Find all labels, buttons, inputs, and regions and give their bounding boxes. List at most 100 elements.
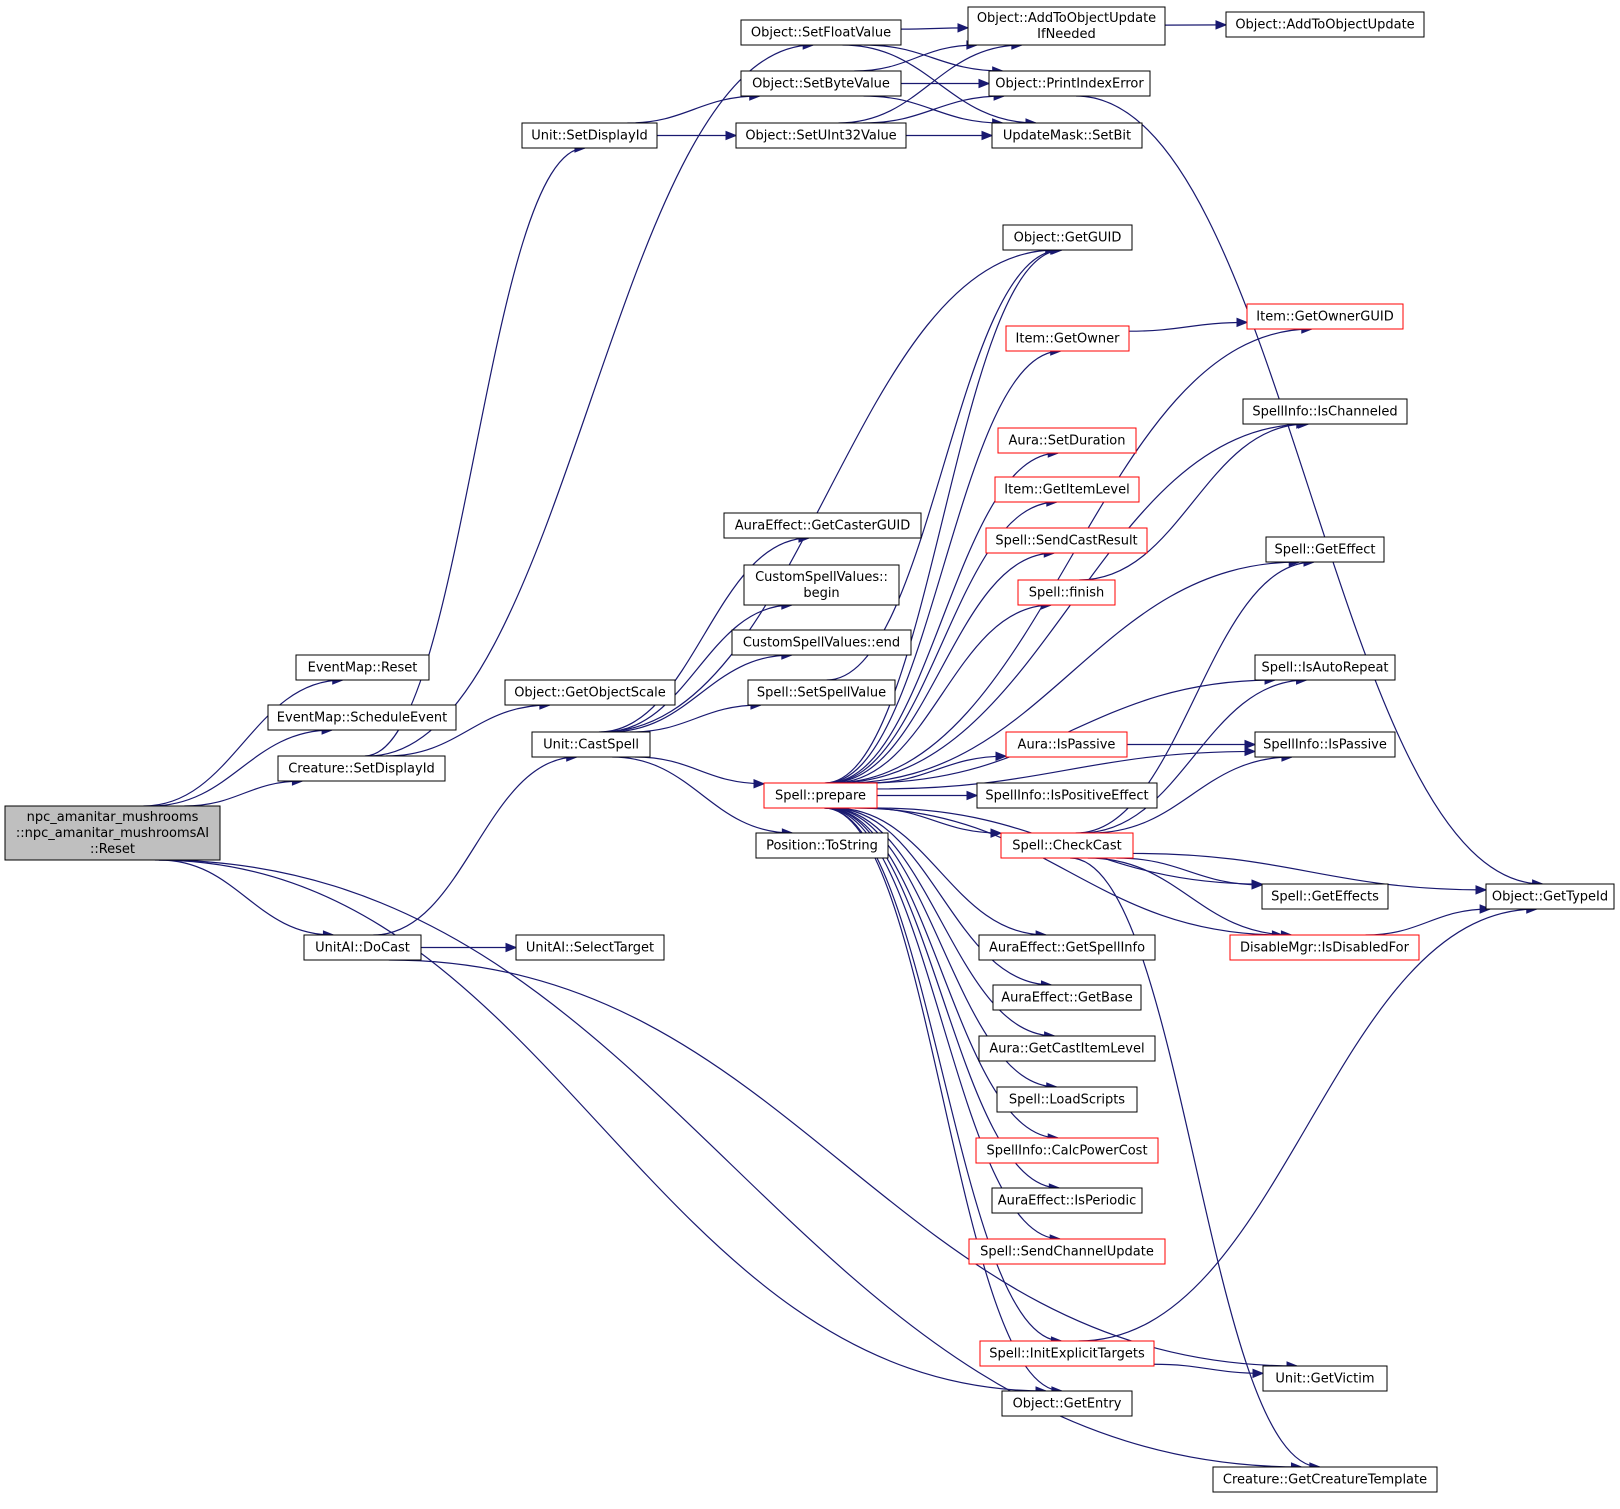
edge-line: [1091, 756, 1292, 834]
node-label: EventMap::Reset: [308, 661, 418, 676]
graph-node-creature-setdisplayid[interactable]: Creature::SetDisplayId: [277, 755, 446, 782]
edge-arrowhead: [995, 751, 1008, 761]
graph-node-unitai-selecttarget[interactable]: UnitAI::SelectTarget: [515, 934, 665, 961]
graph-node-auraeffect-getcasterguid[interactable]: AuraEffect::GetCasterGUID: [723, 512, 922, 539]
node-box: [723, 512, 922, 539]
node-label: AuraEffect::GetBase: [1001, 991, 1132, 1006]
node-label: Creature::GetCreatureTemplate: [1223, 1473, 1427, 1488]
graph-node-customspellvalues-end[interactable]: CustomSpellValues::end: [731, 629, 912, 656]
graph-node-spell-prepare[interactable]: Spell::prepare: [763, 782, 878, 809]
node-box: [743, 564, 900, 606]
node-label: Item::GetOwner: [1016, 332, 1121, 347]
graph-node-spellinfo-ispassive[interactable]: SpellInfo::IsPassive: [1254, 731, 1396, 758]
node-label: Spell::LoadScripts: [1009, 1093, 1125, 1108]
node-box: [531, 731, 651, 758]
edge-line: [828, 807, 1057, 1088]
graph-node-aura-getcastitemlevel[interactable]: Aura::GetCastItemLevel: [978, 1035, 1156, 1062]
graph-node-unit-getvictim[interactable]: Unit::GetVictim: [1262, 1365, 1388, 1392]
graph-node-eventmap-reset[interactable]: EventMap::Reset: [295, 654, 430, 681]
edge-line: [1116, 857, 1263, 886]
node-label: Spell::GetEffect: [1274, 543, 1375, 558]
node-label: Aura::IsPassive: [1018, 738, 1116, 753]
graph-node-spell-geteffect[interactable]: Spell::GetEffect: [1265, 536, 1385, 563]
graph-node-disablemgr-isdisabledfor[interactable]: DisableMgr::IsDisabledFor: [1229, 934, 1420, 961]
graph-node-object-getguid[interactable]: Object::GetGUID: [1002, 224, 1133, 251]
node-box: [968, 1238, 1166, 1265]
call-edge: [905, 130, 994, 141]
graph-node-position-tostring[interactable]: Position::ToString: [755, 832, 889, 859]
graph-node-eventmap-scheduleevent[interactable]: EventMap::ScheduleEvent: [267, 704, 457, 731]
edge-arrowhead: [957, 23, 970, 33]
node-label: Spell::GetEffects: [1271, 890, 1379, 905]
call-edge: [867, 751, 1008, 784]
graph-node-object-setuint32value[interactable]: Object::SetUInt32Value: [735, 122, 907, 149]
node-label: Spell::IsAutoRepeat: [1261, 661, 1388, 676]
graph-node-spell-sendchannelupdate[interactable]: Spell::SendChannelUpdate: [968, 1238, 1166, 1265]
edge-line: [601, 249, 1056, 733]
call-edge: [1075, 95, 1544, 889]
graph-node-spellinfo-ispositiveeffect[interactable]: SpellInfo::IsPositiveEffect: [976, 782, 1158, 809]
edge-arrowhead: [1251, 880, 1264, 890]
graph-node-spell-geteffects[interactable]: Spell::GetEffects: [1261, 883, 1389, 910]
edge-line: [386, 704, 550, 757]
edge-line: [834, 807, 1047, 936]
node-label: begin: [803, 586, 839, 601]
node-box: [988, 70, 1151, 97]
node-label: SpellInfo::IsPositiveEffect: [985, 789, 1148, 804]
node-label: Object::SetByteValue: [752, 77, 890, 92]
edge-line: [598, 537, 809, 733]
graph-node-item-getowner[interactable]: Item::GetOwner: [1005, 325, 1130, 352]
graph-node-object-gettypeid[interactable]: Object::GetTypeId: [1485, 883, 1615, 910]
graph-node-spell-loadscripts[interactable]: Spell::LoadScripts: [996, 1086, 1138, 1113]
graph-node-auraeffect-isperiodic[interactable]: AuraEffect::IsPeriodic: [991, 1187, 1143, 1214]
graph-node-spellinfo-calcpowercost[interactable]: SpellInfo::CalcPowerCost: [975, 1137, 1159, 1164]
graph-node-spell-finish[interactable]: Spell::finish: [1017, 579, 1116, 606]
edge-line: [154, 859, 1047, 1392]
graph-node-spell-checkcast[interactable]: Spell::CheckCast: [1000, 832, 1134, 859]
node-label: Creature::SetDisplayId: [288, 762, 435, 777]
graph-node-object-printindexerror[interactable]: Object::PrintIndexError: [988, 70, 1151, 97]
node-label: SpellInfo::IsPassive: [1263, 738, 1387, 753]
edge-line: [1080, 679, 1307, 834]
node-label: Item::GetOwnerGUID: [1256, 310, 1393, 325]
node-label: Item::GetItemLevel: [1004, 483, 1129, 498]
graph-node-item-getownerguid[interactable]: Item::GetOwnerGUID: [1246, 303, 1404, 330]
graph-node-object-setfloatvalue[interactable]: Object::SetFloatValue: [740, 19, 902, 46]
node-box: [763, 782, 878, 809]
graph-node-aura-ispassive[interactable]: Aura::IsPassive: [1005, 731, 1128, 758]
call-edge: [900, 23, 970, 33]
graph-node-object-setbytevalue[interactable]: Object::SetByteValue: [740, 70, 902, 97]
graph-node-spell-setspellvalue[interactable]: Spell::SetSpellValue: [747, 679, 896, 706]
graph-node-spell-initexplicittargets[interactable]: Spell::InitExplicitTargets: [979, 1340, 1155, 1367]
node-label: Unit::SetDisplayId: [531, 129, 648, 144]
graph-node-aura-setduration[interactable]: Aura::SetDuration: [997, 427, 1137, 454]
node-box: [504, 679, 676, 706]
graph-node-customspellvalues-begin[interactable]: CustomSpellValues::begin: [743, 564, 900, 606]
edge-line: [1075, 95, 1543, 885]
graph-node-object-getentry[interactable]: Object::GetEntry: [1001, 1390, 1133, 1417]
graph-node-creature-getcreaturetemplate[interactable]: Creature::GetCreatureTemplate: [1212, 1466, 1438, 1493]
graph-node-spell-sendcastresult[interactable]: Spell::SendCastResult: [985, 527, 1148, 554]
edge-line: [826, 807, 1059, 1139]
node-box: [979, 1340, 1155, 1367]
graph-node-object-getobjectscale[interactable]: Object::GetObjectScale: [504, 679, 676, 706]
edge-line: [630, 704, 761, 733]
edge-arrowhead: [1479, 904, 1492, 914]
graph-node-root: npc_amanitar_mushrooms::npc_amanitar_mus…: [4, 805, 221, 861]
graph-node-unitai-docast[interactable]: UnitAI::DoCast: [303, 934, 422, 961]
node-box: [1005, 325, 1130, 352]
call-edge: [901, 78, 991, 89]
graph-node-spell-isautorepeat[interactable]: Spell::IsAutoRepeat: [1254, 654, 1396, 681]
graph-node-auraeffect-getspellinfo[interactable]: AuraEffect::GetSpellInfo: [978, 934, 1156, 961]
graph-node-updatemask-setbit[interactable]: UpdateMask::SetBit: [991, 122, 1143, 149]
graph-node-spellinfo-ischanneled[interactable]: SpellInfo::IsChanneled: [1242, 398, 1408, 425]
graph-node-unit-castspell[interactable]: Unit::CastSpell: [531, 731, 651, 758]
graph-node-unit-setdisplayid[interactable]: Unit::SetDisplayId: [521, 122, 658, 149]
edge-arrowhead: [978, 78, 991, 89]
graph-node-item-getitemlevel[interactable]: Item::GetItemLevel: [994, 476, 1140, 503]
graph-node-object-addtoobjectupdate[interactable]: Object::AddToObjectUpdate: [1225, 11, 1425, 38]
node-label: Object::GetObjectScale: [514, 686, 666, 701]
graph-node-auraeffect-getbase[interactable]: AuraEffect::GetBase: [992, 984, 1142, 1011]
